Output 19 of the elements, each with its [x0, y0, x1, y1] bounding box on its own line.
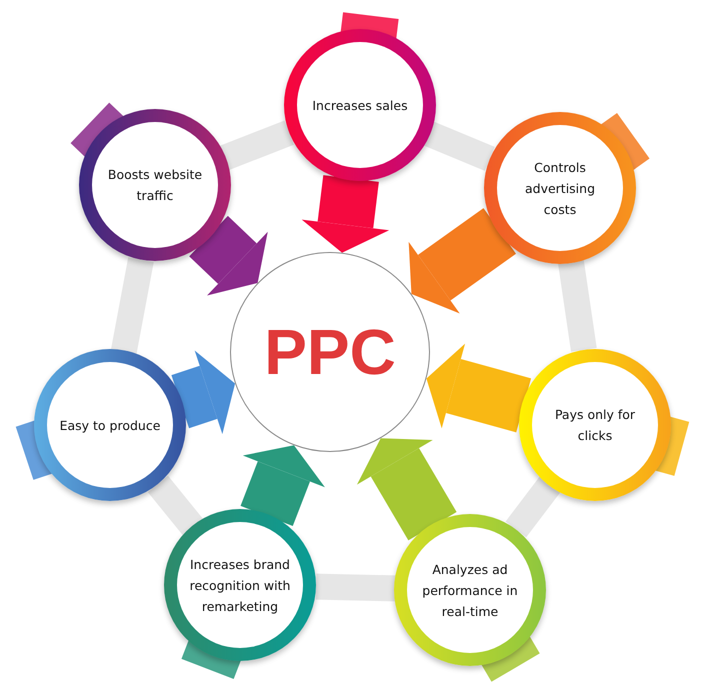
connector-band: [219, 120, 294, 170]
arrow: [171, 350, 236, 434]
connector-band: [110, 257, 154, 355]
connector-band: [506, 476, 561, 538]
arrow: [302, 175, 390, 253]
benefit-text: Pays only for clicks: [554, 406, 636, 445]
connector-band: [316, 574, 396, 602]
benefit-text: Increases brand recognition with remarketing: [188, 556, 292, 616]
center-title: PPC: [264, 315, 396, 389]
connector-band: [148, 476, 204, 536]
benefit-text: Increases sales: [311, 96, 409, 114]
connector-band: [423, 121, 495, 171]
benefit-text: Analyzes ad performance in real-time: [421, 560, 519, 620]
arrow: [426, 344, 532, 432]
benefit-text: Easy to produce: [58, 416, 162, 435]
arrow: [189, 216, 268, 296]
benefit-text: Controls advertising costs: [524, 158, 596, 218]
benefit-text: Boosts website traffic: [106, 166, 204, 205]
arrow: [408, 208, 516, 314]
